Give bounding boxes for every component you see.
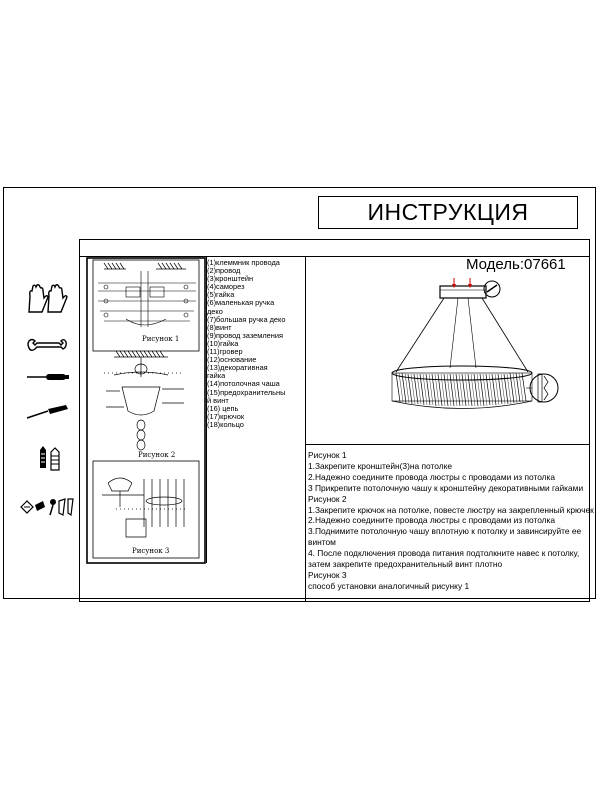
list-item: (7)большая ручка деко [207, 314, 286, 324]
list-item: (10)гайка [207, 338, 239, 348]
chandelier-drawing [391, 278, 559, 409]
list-item: (3)кронштейн [207, 274, 254, 284]
list-item: й винт [207, 395, 229, 405]
step-heading: Рисунок 2 [308, 493, 347, 504]
column-divider [305, 257, 306, 602]
list-item: деко [207, 306, 223, 316]
row-divider [305, 444, 590, 445]
list-item: (12)основание [207, 355, 257, 365]
screws-icon [20, 498, 74, 517]
list-item: 3.Поднимите потолочную чашу вплотную к п… [308, 526, 582, 537]
column-divider [206, 257, 207, 563]
outer-frame [3, 187, 596, 599]
list-item: (18)кольцо [207, 419, 244, 429]
wrench-icon [27, 338, 67, 351]
list-item: гайка [207, 371, 226, 381]
list-item: (11)гровер [207, 347, 243, 357]
list-item: (17)крючок [207, 411, 245, 421]
list-item: (15)предохранительны [207, 387, 286, 397]
list-item: (16) цепь [207, 403, 239, 413]
list-item: затем закрепите предохранительный винт п… [308, 559, 503, 570]
wall-anchor-icon [40, 446, 60, 471]
model-number: Модель:07661 [466, 256, 566, 273]
installation-steps: Рисунок 1 1.Закрепите кронштейн(3)на пот… [308, 450, 594, 592]
list-item: винтом [308, 537, 336, 548]
parts-list: (1)клеммник провода (2)провод (3)кронште… [207, 258, 305, 429]
list-item: 3 Прикрепите потолочную чашу к кронштейн… [308, 482, 584, 493]
instruction-table [79, 239, 590, 602]
step-heading: Рисунок 1 [308, 450, 347, 460]
screwdriver-icon [27, 374, 69, 380]
list-item: 2.Надежно соедините провода люстры с про… [308, 515, 556, 526]
list-item: 1.Закрепите кронштейн(3)на потолке [308, 460, 453, 471]
figure-2-label: Рисунок 2 [138, 451, 175, 459]
list-item: (13)декоративная [207, 363, 268, 373]
list-item: (14)потолочная чаша [207, 379, 280, 389]
page-title: ИНСТРУКЦИЯ [318, 196, 578, 229]
assembly-figures-panel: Рисунок 1 Рисунок 2 Рисунок 3 [86, 257, 206, 564]
gloves-icon [28, 284, 68, 313]
table-header-strip [79, 239, 590, 257]
list-item: 2.Надежно соедините провода люстры с про… [308, 471, 556, 482]
list-item: (2)провод [207, 266, 241, 276]
figure-3-label: Рисунок 3 [132, 547, 169, 555]
list-item: 4. После подключения провода питания под… [308, 548, 580, 559]
list-item: (8)винт [207, 322, 232, 332]
list-item: (4)саморез [207, 282, 245, 292]
figure-1-label: Рисунок 1 [142, 335, 179, 343]
list-item: 1.Закрепите крючок на потолке, повесте л… [308, 504, 594, 515]
step-heading: Рисунок 3 [308, 569, 347, 580]
list-item: способ установки аналогичный рисунку 1 [308, 580, 470, 591]
tools-sidebar [0, 0, 80, 600]
list-item: (9)провод заземления [207, 330, 283, 340]
list-item: (5)гайка [207, 290, 235, 300]
screwdriver-icon [26, 405, 68, 419]
list-item: (1)клеммник провода [207, 258, 280, 267]
list-item: (6)маленькая ручка [207, 298, 275, 308]
